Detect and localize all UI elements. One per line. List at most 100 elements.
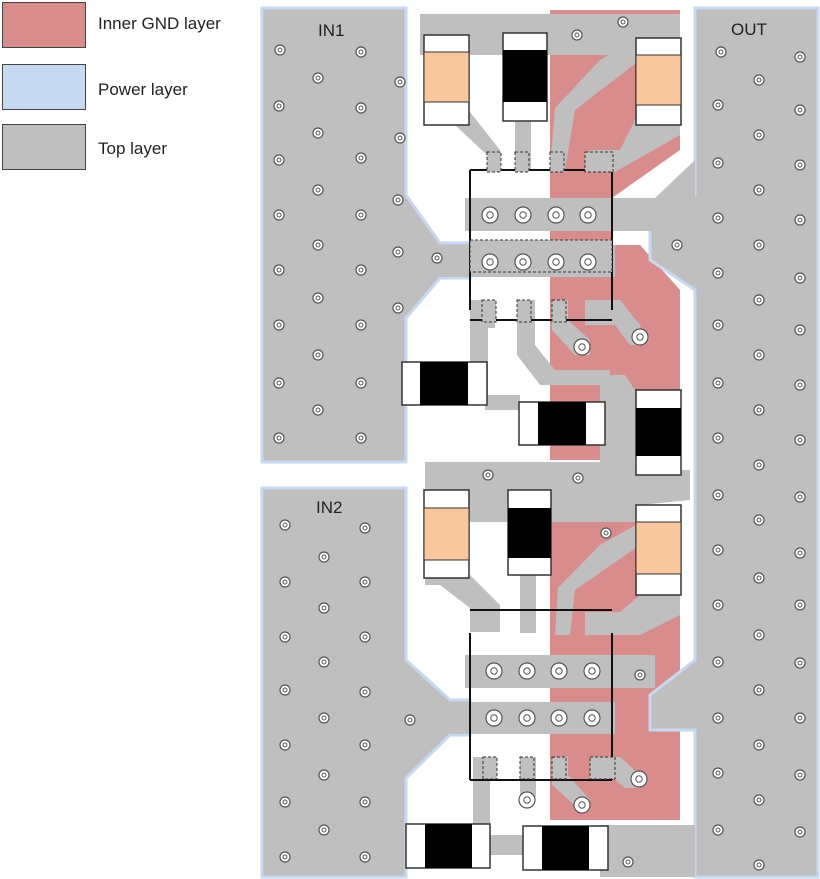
stitching-via-drill <box>321 605 327 611</box>
stitching-via-drill <box>282 742 288 748</box>
thermal-via <box>485 662 503 680</box>
thermal-via-drill <box>523 714 531 722</box>
stitching-via <box>712 824 724 836</box>
stitching-via <box>794 547 806 559</box>
stitching-via-drill <box>315 352 321 358</box>
stitching-via <box>279 739 291 751</box>
stitching-via-drill <box>358 212 364 218</box>
stitching-via-drill <box>797 107 803 113</box>
stitching-via <box>572 472 584 484</box>
stitching-via-drill <box>358 380 364 386</box>
stitching-via-drill <box>715 715 721 721</box>
stitching-via <box>482 469 494 481</box>
stitching-via <box>273 319 285 331</box>
thermal-via <box>485 709 503 727</box>
stitching-via-drill <box>797 327 803 333</box>
stitching-via <box>279 576 291 588</box>
thermal-via <box>547 253 565 271</box>
stitching-via <box>392 246 404 258</box>
stitching-via <box>753 294 765 306</box>
stitching-via <box>571 29 583 41</box>
stitching-via-drill <box>575 475 581 481</box>
thermal-via <box>518 791 536 809</box>
stitching-via <box>794 272 806 284</box>
stitching-via-drill <box>395 305 401 311</box>
stitching-via <box>794 214 806 226</box>
stitching-via-drill <box>797 437 803 443</box>
stitching-via <box>279 796 291 808</box>
stitching-via-drill <box>620 19 626 25</box>
thermal-via-drill <box>555 714 563 722</box>
stitching-via-drill <box>282 579 288 585</box>
stitching-via <box>312 404 324 416</box>
stitching-via <box>753 629 765 641</box>
stitching-via-drill <box>674 242 680 248</box>
stitching-via <box>671 239 683 251</box>
stitching-via-drill <box>315 295 321 301</box>
stitching-via-drill <box>756 742 762 748</box>
stitching-via <box>794 712 806 724</box>
thermal-via-drill <box>555 667 563 675</box>
stitching-via <box>392 302 404 314</box>
stitching-via <box>794 826 806 838</box>
stitching-via <box>355 102 367 114</box>
stitching-via-drill <box>797 715 803 721</box>
label-in1: IN1 <box>318 21 344 40</box>
stitching-via-drill <box>395 249 401 255</box>
stitching-via <box>753 739 765 751</box>
stitching-via-drill <box>276 157 282 163</box>
thermal-via <box>514 206 532 224</box>
stitching-via-drill <box>715 380 721 386</box>
capacitor-c1 <box>423 34 470 126</box>
thermal-via <box>514 253 532 271</box>
stitching-via <box>712 319 724 331</box>
stitching-via-drill <box>797 494 803 500</box>
stitching-via <box>394 76 406 88</box>
stitching-via <box>359 631 371 643</box>
stitching-via-drill <box>756 632 762 638</box>
stitching-via <box>355 46 367 58</box>
legend-label-gnd: Inner GND layer <box>98 14 221 33</box>
stitching-via <box>359 522 371 534</box>
stitching-via-drill <box>358 435 364 441</box>
stitching-via <box>794 379 806 391</box>
thermal-via-drill <box>584 211 592 219</box>
stitching-via <box>355 209 367 221</box>
stitching-via <box>279 631 291 643</box>
thermal-via <box>573 338 591 356</box>
stitching-via <box>359 576 371 588</box>
thermal-vias <box>481 206 649 814</box>
stitching-via <box>318 602 330 614</box>
thermal-via-drill <box>584 258 592 266</box>
stitching-via <box>617 16 629 28</box>
legend-swatch-gnd <box>2 2 86 48</box>
stitching-via <box>279 684 291 696</box>
stitching-via <box>753 459 765 471</box>
stitching-via-drill <box>756 687 762 693</box>
stitching-via <box>359 851 371 863</box>
stitching-via <box>794 159 806 171</box>
stitching-via-drill <box>358 267 364 273</box>
stitching-via <box>355 377 367 389</box>
stitching-via-drill <box>315 130 321 136</box>
stitching-via-drill <box>715 659 721 665</box>
stitching-via <box>273 209 285 221</box>
stitching-via-drill <box>574 32 580 38</box>
stitching-via-drill <box>797 54 803 60</box>
stitching-via <box>355 264 367 276</box>
legend-swatch-top <box>2 124 86 170</box>
stitching-via-drill <box>362 799 368 805</box>
stitching-via-drill <box>797 772 803 778</box>
stitching-via <box>712 599 724 611</box>
thermal-via <box>583 662 601 680</box>
legend-swatch-power <box>2 64 86 110</box>
stitching-via <box>273 100 285 112</box>
stitching-via <box>318 656 330 668</box>
stitching-via-drill <box>797 275 803 281</box>
stitching-via-drill <box>358 49 364 55</box>
stitching-via-drill <box>797 602 803 608</box>
stitching-via <box>359 686 371 698</box>
stitching-via-drill <box>715 770 721 776</box>
stitching-via-drill <box>715 827 721 833</box>
stitching-via-drill <box>282 799 288 805</box>
